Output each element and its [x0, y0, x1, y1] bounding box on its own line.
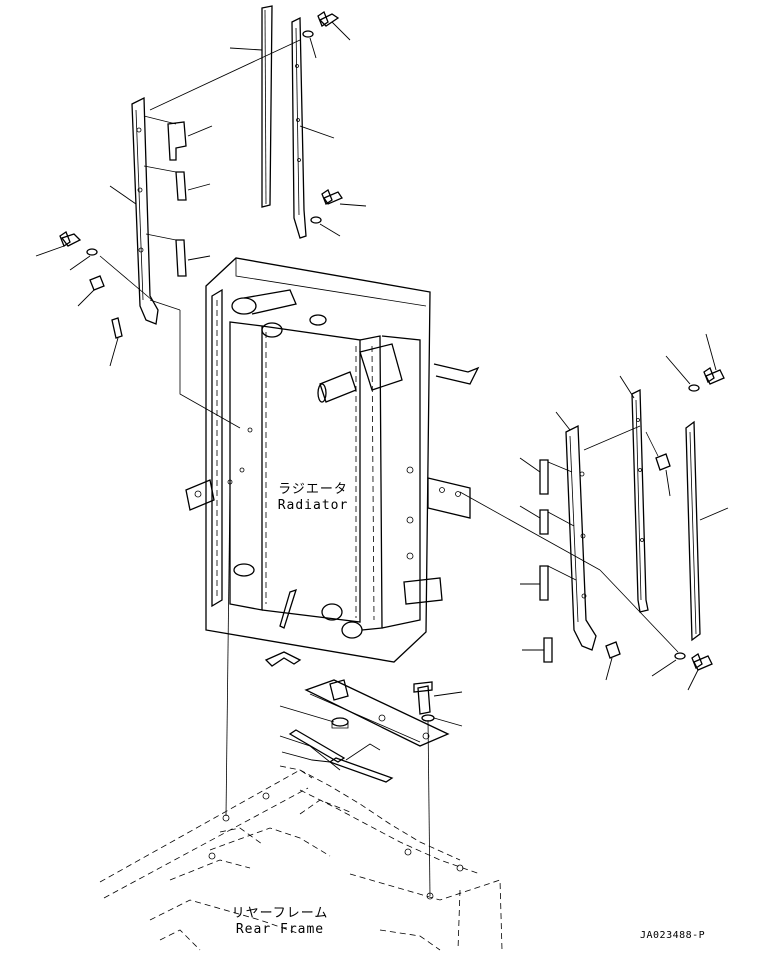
- pad-3: [175, 239, 211, 277]
- washer-top-left: [302, 30, 317, 59]
- pad-1: [167, 121, 213, 161]
- left-bracket: [109, 96, 159, 325]
- rear-frame: [99, 765, 503, 951]
- pad-6: [520, 565, 549, 601]
- bottom-support-bracket: [304, 679, 450, 747]
- right-cover-plate: [619, 375, 649, 613]
- bottom-rubber-strips: [279, 729, 394, 783]
- bottom-bolt: [413, 681, 463, 727]
- bolt-right-top: [655, 333, 725, 497]
- drawing-number: JA023488-P: [640, 930, 706, 941]
- left-rubber-strip: [229, 5, 273, 208]
- rear-frame-label-english: Rear Frame: [235, 922, 325, 937]
- rear-frame-label-japanese: リヤーフレーム: [231, 906, 329, 921]
- bolt-left: [35, 231, 123, 367]
- radiator-label-japanese: ラジエータ: [278, 482, 348, 497]
- radiator: [185, 257, 480, 663]
- pad-2: [175, 171, 211, 201]
- hose-clip: [264, 651, 302, 667]
- bottom-cushion: [279, 705, 349, 729]
- right-rubber-strip: [685, 420, 729, 642]
- bolt-right-bottom: [605, 641, 713, 691]
- left-cover-plate: [291, 16, 335, 239]
- radiator-label-english: Radiator: [277, 498, 349, 513]
- bolt-middle-left: [310, 189, 367, 237]
- pad-4: [519, 457, 549, 495]
- pad-7: [522, 637, 553, 663]
- bolt-top-left: [317, 11, 351, 41]
- right-bracket: [555, 411, 597, 651]
- pad-5: [519, 505, 549, 535]
